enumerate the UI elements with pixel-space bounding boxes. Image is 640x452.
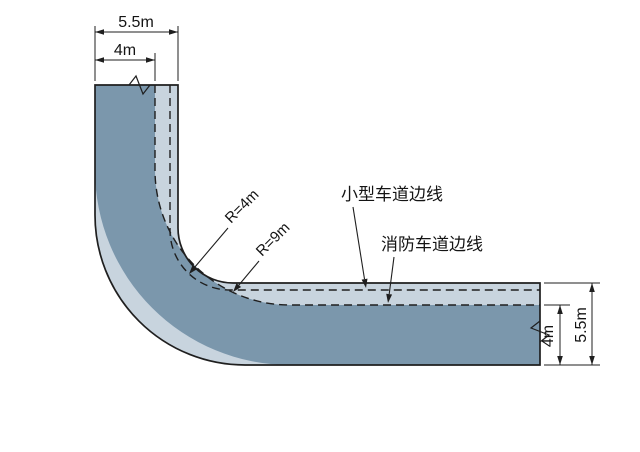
top-dimensions: 5.5m 4m bbox=[94, 14, 179, 81]
dimension-arrow bbox=[146, 57, 155, 63]
dimension-label-right-fire: 4m bbox=[540, 325, 557, 347]
fire-lane-band bbox=[95, 85, 540, 365]
break-mark-top bbox=[128, 74, 151, 96]
leader-line-fire-lane bbox=[388, 256, 395, 295]
dimension-label-top-fire: 4m bbox=[114, 42, 136, 59]
dimension-label-right-total: 5.5m bbox=[573, 307, 590, 343]
leader-line-r4 bbox=[194, 227, 229, 268]
leader-arrow bbox=[233, 283, 242, 292]
dimension-arrow bbox=[95, 57, 104, 63]
right-dimensions: 4m 5.5m bbox=[540, 282, 600, 366]
break-mark-right bbox=[529, 320, 551, 343]
leader-line-small-car bbox=[352, 206, 366, 280]
radius-label-small-car: R=4m bbox=[222, 186, 263, 227]
leader-line-r9 bbox=[238, 260, 260, 286]
label-fire-lane-edge: 消防车道边线 bbox=[381, 235, 483, 254]
edge-line-callouts: 小型车道边线 消防车道边线 bbox=[341, 185, 483, 303]
radius-label-fire: R=9m bbox=[253, 219, 294, 260]
dimension-arrow bbox=[169, 29, 178, 35]
dimension-label-top-total: 5.5m bbox=[118, 14, 154, 31]
leader-arrow bbox=[361, 278, 368, 288]
fire-lane-edge-dashed-line bbox=[154, 85, 540, 306]
dimension-arrow bbox=[589, 283, 595, 292]
dimension-arrow bbox=[95, 29, 104, 35]
label-small-car-edge: 小型车道边线 bbox=[341, 185, 443, 204]
pavement-outline bbox=[94, 84, 541, 366]
dimension-arrow bbox=[557, 356, 563, 365]
dimension-arrow bbox=[589, 356, 595, 365]
dimension-arrow bbox=[557, 305, 563, 314]
leader-arrow bbox=[386, 293, 393, 303]
leader-arrow bbox=[189, 265, 198, 274]
